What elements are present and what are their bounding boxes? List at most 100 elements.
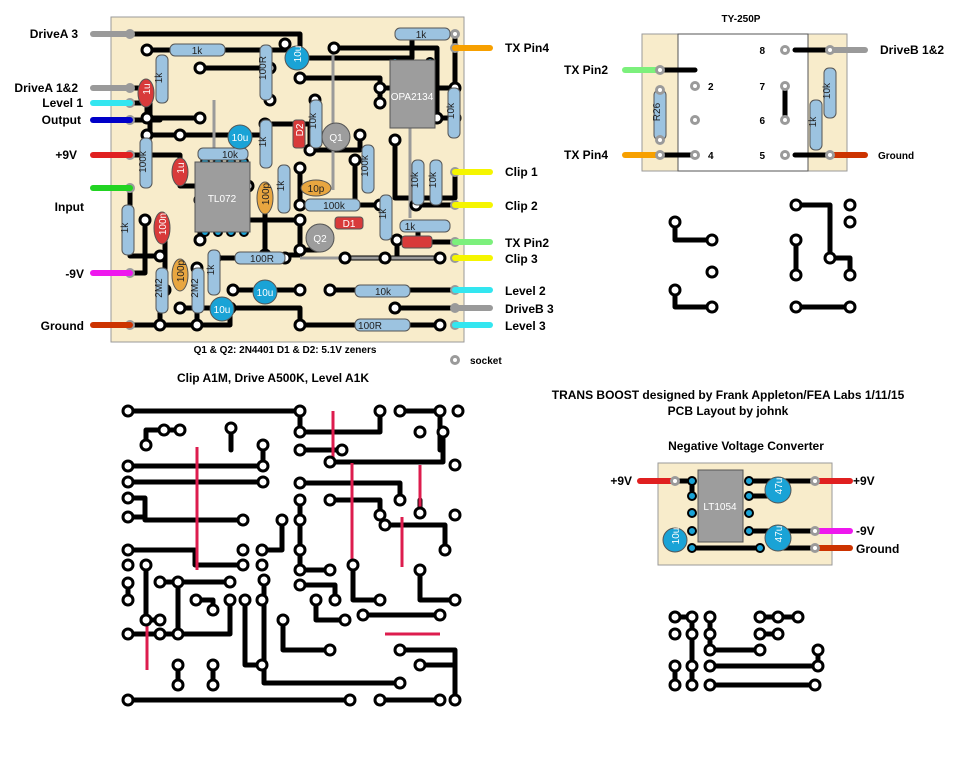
pad xyxy=(744,526,754,536)
capacitor-label: 10u xyxy=(232,133,249,144)
pad xyxy=(256,459,270,473)
pad xyxy=(705,233,719,247)
resistor-10k-r2: 10k xyxy=(410,159,425,206)
label-plus-9v: +9V xyxy=(55,148,77,162)
ic-label: LT1054 xyxy=(703,502,737,513)
pad xyxy=(668,215,682,229)
resistor-1k-left: 1k xyxy=(154,54,169,104)
pad xyxy=(256,438,270,452)
capacitor-label: 10u xyxy=(293,46,304,63)
pad xyxy=(193,61,207,75)
pad xyxy=(433,251,447,265)
main-board: 1k 1k 10k 100R 10k 100R xyxy=(14,16,554,385)
pad xyxy=(236,513,250,527)
pad xyxy=(705,265,719,279)
pad xyxy=(257,573,271,587)
pad xyxy=(413,506,427,520)
pad xyxy=(685,627,699,641)
main-board-components: 1k 1k 10k 100R 10k 100R xyxy=(120,27,461,332)
ic-tl072: TL072 xyxy=(194,161,251,233)
pad xyxy=(293,318,307,332)
label-output: Output xyxy=(42,113,81,127)
pad xyxy=(448,693,462,707)
pad xyxy=(843,215,857,229)
pad xyxy=(121,491,135,505)
resistor-100r-mid: 100R xyxy=(234,251,286,265)
nvc-pads xyxy=(670,476,820,553)
resistor-label: 100R xyxy=(250,254,274,265)
resistor-label: 1k xyxy=(206,264,217,276)
resistor-1k-d1: 1k xyxy=(399,219,451,233)
pad xyxy=(705,300,719,314)
credits-line2: PCB Layout by johnk xyxy=(668,404,789,418)
pad xyxy=(171,678,185,692)
pad xyxy=(335,443,349,457)
pad xyxy=(448,458,462,472)
pad xyxy=(744,491,754,501)
nvc-title: Negative Voltage Converter xyxy=(668,439,824,453)
resistor-100k-left: 100k xyxy=(138,137,153,189)
pad xyxy=(223,575,237,589)
resistor-label: 100k xyxy=(138,150,149,173)
pad-hole xyxy=(658,68,662,72)
pad xyxy=(338,251,352,265)
resistor-1k-top: 1k xyxy=(169,43,226,57)
pad xyxy=(685,659,699,673)
label-ground-tx: Ground xyxy=(878,151,914,162)
nvc-label-minus-9v: -9V xyxy=(856,524,875,538)
nvc-cap-47u-b: 47u xyxy=(764,524,792,552)
pad xyxy=(668,283,682,297)
pad xyxy=(328,593,342,607)
resistor-label: 1k xyxy=(192,46,204,57)
diode-d2: D2 xyxy=(292,119,306,149)
resistor-label: 10k xyxy=(308,112,319,129)
cap-10u-top: 10u xyxy=(284,45,310,71)
pad xyxy=(293,578,307,592)
pad xyxy=(293,283,307,297)
label-drivea-1-2: DriveA 1&2 xyxy=(14,81,78,95)
pad xyxy=(193,111,207,125)
pad xyxy=(223,593,237,607)
label-driveb-3: DriveB 3 xyxy=(505,302,554,316)
resistor-label: 1k xyxy=(405,222,417,233)
pad xyxy=(121,593,135,607)
resistor-label: 1k xyxy=(378,208,389,220)
pad xyxy=(687,543,697,553)
component-notes: Q1 & Q2: 2N4401 D1 & D2: 5.1V zeners xyxy=(194,345,377,356)
pad xyxy=(346,558,360,572)
transistor-label: Q2 xyxy=(313,234,327,245)
pad-hole xyxy=(828,153,832,157)
pad-hole xyxy=(783,48,787,52)
nvc-trace-paths xyxy=(672,614,821,688)
pad xyxy=(413,425,427,439)
capacitor-label: 1u xyxy=(176,162,187,173)
label-tx-pin4-left: TX Pin4 xyxy=(564,148,608,162)
pad-hole xyxy=(658,138,662,142)
pad xyxy=(448,593,462,607)
capacitor-label: 100p xyxy=(261,182,272,205)
resistor-10k-r3: 10k xyxy=(428,159,443,206)
transformer-resistor-r26: R26 xyxy=(652,89,667,141)
pad-hole xyxy=(693,153,697,157)
resistor-label: 100R xyxy=(358,321,382,332)
pad xyxy=(843,300,857,314)
resistor-label: 1k xyxy=(808,116,819,128)
pad xyxy=(171,627,185,641)
pad xyxy=(293,404,307,418)
pad xyxy=(236,558,250,572)
pad xyxy=(668,678,682,692)
pad xyxy=(388,301,402,315)
pad xyxy=(293,71,307,85)
socket-legend: socket xyxy=(450,355,502,367)
resistor-label: 1k xyxy=(276,180,287,192)
pad xyxy=(190,318,204,332)
credits-line1: TRANS BOOST designed by Frank Appleton/F… xyxy=(552,388,905,402)
label-tx-pin2-left: TX Pin2 xyxy=(564,63,608,77)
cap-10u-low2: 10u xyxy=(209,296,235,322)
pad xyxy=(255,593,269,607)
pad xyxy=(171,658,185,672)
pad xyxy=(373,593,387,607)
resistor-label: 2M2 xyxy=(154,278,165,298)
pad xyxy=(685,678,699,692)
